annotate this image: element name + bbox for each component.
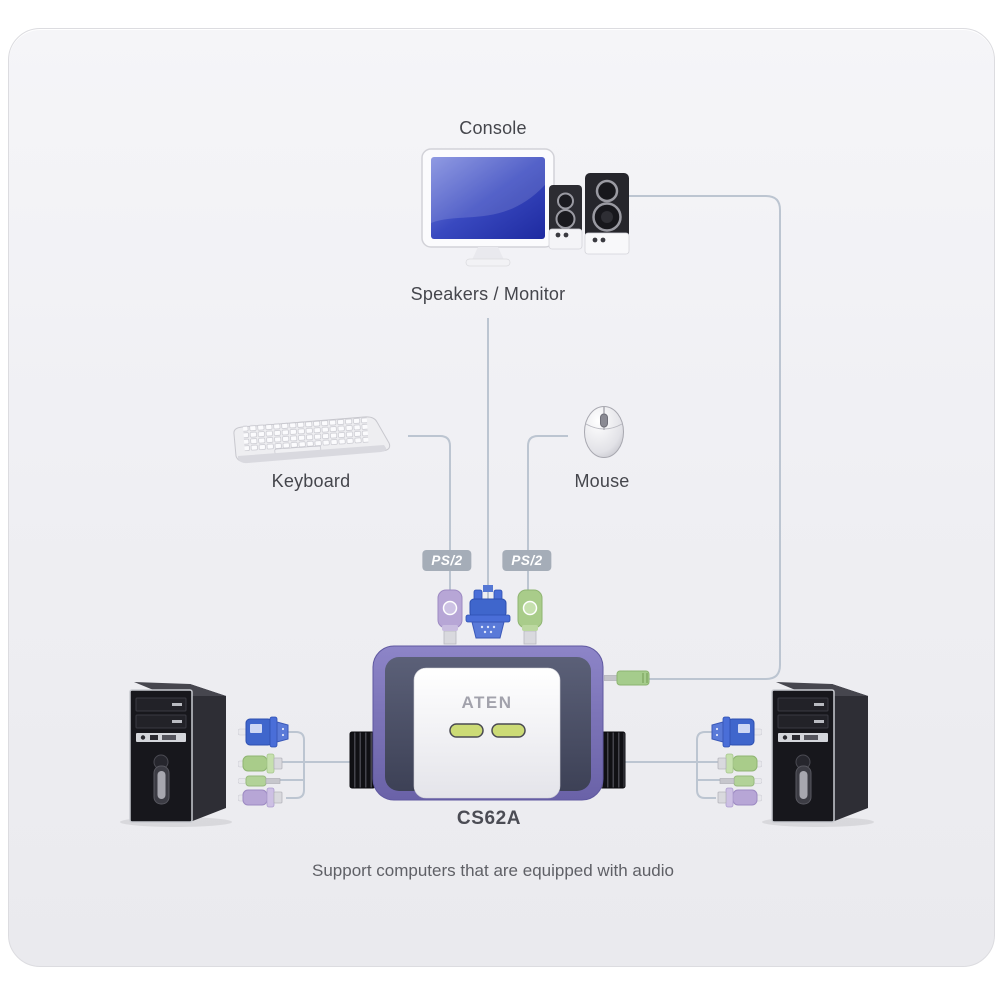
- ps2-mouse-connector-icon: [517, 589, 543, 645]
- mouse-label: Mouse: [574, 471, 630, 491]
- audio-plug-icon: [719, 775, 763, 787]
- kvm-audio-plug-icon: [603, 668, 666, 693]
- console-label: Console: [459, 118, 527, 138]
- ps2-badge-keyboard: PS/2: [422, 550, 472, 571]
- console-connectors: [430, 585, 550, 655]
- computer-tower-left-icon: [110, 678, 240, 833]
- ps2-green-connector-icon: [717, 753, 763, 774]
- kvm-right-port-connector: [599, 731, 626, 789]
- keyboard-cable-line: [408, 435, 451, 600]
- ps2-green-connector-icon: [237, 753, 283, 774]
- keyboard-label: Keyboard: [271, 471, 351, 491]
- kvm-model-label: CS62A: [456, 808, 522, 829]
- kvm-port-led-2: [491, 723, 526, 738]
- right-pc-cable-bracket: [696, 731, 716, 799]
- kvm-port-led-1: [449, 723, 484, 738]
- kvm-left-port-connector: [349, 731, 376, 789]
- mouse-icon: [581, 402, 627, 465]
- monitor-icon: [420, 145, 560, 275]
- right-pc-cable-connectors: [692, 710, 763, 815]
- ps2-purple-connector-icon: [717, 787, 763, 808]
- keyboard-icon: [218, 402, 396, 471]
- left-pc-cable-connectors: [237, 710, 308, 815]
- left-pc-cable-bracket: [286, 731, 305, 799]
- footer-note: Support computers that are equipped with…: [312, 861, 674, 880]
- ps2-badge-mouse: PS/2: [502, 550, 552, 571]
- ps2-keyboard-connector-icon: [437, 589, 463, 645]
- speaker-audio-cable-line: [628, 195, 781, 680]
- vga-connector-icon: [237, 716, 289, 748]
- computer-tower-right-icon: [752, 678, 882, 833]
- kvm-brand-logo: ATEN: [461, 693, 512, 712]
- mouse-cable-line: [527, 435, 568, 600]
- vga-connector-icon: [711, 716, 763, 748]
- ps2-purple-connector-icon: [237, 787, 283, 808]
- kvm-switch-icon: ATEN: [345, 640, 655, 820]
- audio-plug-icon: [237, 775, 281, 787]
- speakers-monitor-label: Speakers / Monitor: [410, 284, 566, 304]
- vga-connector-icon: [465, 585, 511, 639]
- speakers-icon: [545, 163, 631, 262]
